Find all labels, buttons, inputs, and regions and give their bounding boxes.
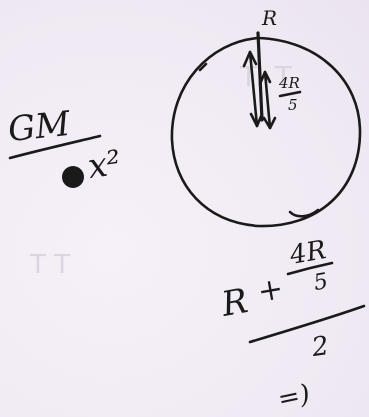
distance-numerator: 4R — [279, 74, 300, 92]
sum-fraction-numerator: 4R — [287, 235, 329, 271]
circle-tick — [198, 62, 208, 72]
radius-label: R — [262, 6, 278, 30]
distance-denominator: 5 — [288, 96, 298, 114]
distance-arrowhead-bottom-right — [262, 116, 277, 130]
bleed-through-marks: T T — [30, 250, 71, 280]
sum-divisor: 2 — [309, 330, 331, 364]
sum-fraction-bar — [248, 304, 366, 344]
sum-plus: + — [255, 271, 286, 310]
circle-bump — [288, 208, 320, 218]
distance-arrowhead-top-left — [242, 50, 258, 68]
scribbled-out-mark — [62, 166, 84, 188]
distance-arrow-left — [248, 50, 259, 128]
radius-line — [256, 31, 264, 122]
distance-arrowhead-top-right — [258, 70, 272, 86]
formula-fraction-bar — [8, 134, 102, 160]
planet-circle — [170, 36, 362, 228]
sum-small-fraction-bar — [286, 261, 334, 276]
distance-arrowhead-bottom-left — [249, 112, 264, 128]
sum-term-R: R — [218, 281, 251, 325]
distance-arrow-right — [263, 70, 272, 130]
distance-fraction-bar — [278, 90, 302, 98]
formula-denominator: x² — [85, 142, 124, 188]
formula-numerator: GM — [6, 103, 72, 151]
implies-arrow: =) — [275, 379, 313, 415]
